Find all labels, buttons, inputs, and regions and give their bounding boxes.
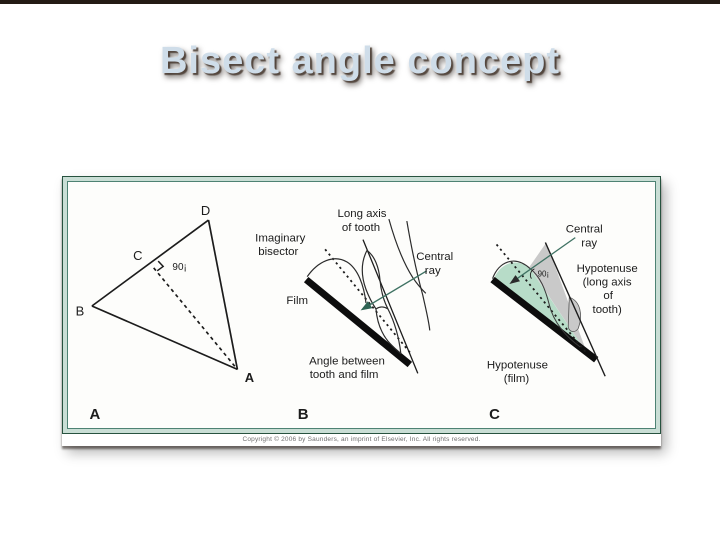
- lip-arc-c: [491, 260, 531, 279]
- imaginary-bisector-label-2: bisector: [258, 246, 298, 258]
- imaginary-bisector-label-1: Imaginary: [255, 233, 306, 245]
- hypotenuse-tooth-label-4: tooth): [593, 304, 622, 316]
- bisector-dashed-line: [153, 267, 239, 370]
- lip-arc: [306, 258, 367, 304]
- hypotenuse-tooth-label-2: (long axis: [583, 277, 632, 289]
- central-ray-line-c: [509, 237, 576, 285]
- central-ray-label-b1: Central: [416, 251, 453, 263]
- panel-b: Long axis of tooth Imaginary bisector Fi…: [255, 208, 453, 423]
- bisect-angle-diagram: D C B A 90¡ A: [76, 203, 638, 423]
- hypotenuse-tooth-label-3: of: [603, 290, 613, 302]
- panel-b-letter: B: [298, 407, 309, 423]
- hypotenuse-tooth-label-1: Hypotenuse: [577, 263, 638, 275]
- vertex-c-label: C: [133, 248, 142, 263]
- panel-c: Central ray 90¡ Hypotenuse (long axis of…: [487, 224, 638, 423]
- triangle-side-da: [207, 219, 239, 370]
- long-axis-line-c: [544, 242, 606, 377]
- hypotenuse-film-label-2: (film): [504, 373, 530, 385]
- tooth-ghost-curve: [530, 268, 581, 348]
- top-border-strip: [0, 0, 720, 4]
- figure: D C B A 90¡ A: [62, 176, 661, 446]
- long-axis-line: [362, 239, 419, 374]
- panel-a-letter: A: [90, 407, 101, 423]
- angle-between-label-1: Angle between: [309, 356, 385, 368]
- adjacent-curve-1: [388, 218, 427, 294]
- hypotenuse-film-label-1: Hypotenuse: [487, 360, 548, 372]
- central-ray-label-b2: ray: [425, 265, 441, 277]
- film-label: Film: [286, 295, 308, 307]
- central-ray-label-c2: ray: [581, 238, 597, 250]
- slide-title: Bisect angle concept: [159, 40, 561, 82]
- bisector-dotted-line-c: [495, 243, 588, 355]
- angle-90-label-a: 90¡: [172, 262, 186, 273]
- right-angle-marker: [156, 260, 165, 272]
- angle-90-label-c: 90¡: [538, 270, 550, 279]
- triangle-side-ba: [91, 305, 238, 371]
- vertex-d-label: D: [201, 203, 210, 218]
- panel-a: D C B A 90¡ A: [76, 203, 254, 423]
- figure-canvas: D C B A 90¡ A: [67, 181, 656, 429]
- tooth-bump: [567, 296, 581, 332]
- vertex-b-label: B: [76, 304, 85, 319]
- angle-between-label-2: tooth and film: [310, 369, 379, 381]
- central-ray-line-b: [360, 270, 428, 311]
- tooth-cervical-line: [375, 306, 389, 310]
- vertex-a-label: A: [245, 370, 254, 385]
- long-axis-label-1: Long axis: [337, 208, 386, 220]
- figure-border: D C B A 90¡ A: [62, 176, 661, 434]
- tooth-outline: [361, 218, 431, 355]
- long-axis-label-2: of tooth: [342, 222, 380, 234]
- angle-arc-c: [529, 268, 535, 279]
- central-ray-label-c1: Central: [566, 224, 603, 236]
- copyright-text: Copyright © 2006 by Saunders, an imprint…: [62, 434, 661, 446]
- film-bar: [303, 276, 413, 368]
- tooth-right-edge: [366, 249, 402, 354]
- panel-c-letter: C: [489, 407, 500, 423]
- triangle-side-bd: [91, 219, 210, 307]
- adjacent-curve-2: [406, 220, 431, 331]
